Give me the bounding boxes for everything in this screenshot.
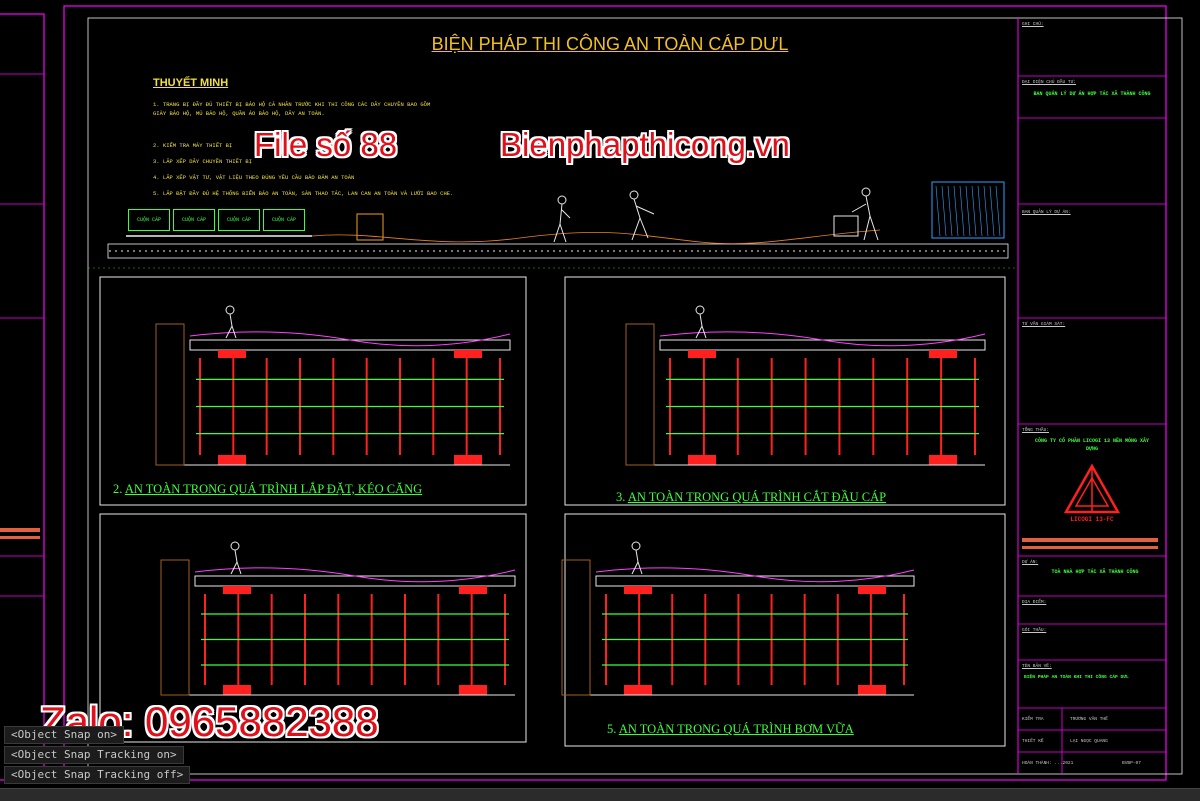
- cable-coil-4: CUỘN CÁP: [263, 209, 305, 231]
- tb-completion-label: HOÀN THÀNH: ...2021: [1022, 761, 1074, 766]
- workers-top-scene: [553, 187, 879, 243]
- section-frame-4: [99, 513, 527, 743]
- tb-owner-rep-label: ĐẠI DIỆN CHỦ ĐẦU TƯ:: [1022, 80, 1077, 85]
- explanation-line-3: 2. KIỂM TRA MÁY THIẾT BỊ: [153, 142, 233, 149]
- tb-checker-value: TRƯƠNG VĂN THẾ: [1070, 717, 1108, 722]
- explanation-line-4: 3. LẮP XẾP DÂY CHUYỀN THIẾT BỊ: [153, 158, 253, 165]
- explanation-line-6: 5. LẮP ĐẶT ĐẦY ĐỦ HỆ THỐNG BIỂN BÁO AN T…: [153, 190, 454, 197]
- tb-notes-label: GHI CHÚ:: [1022, 22, 1044, 27]
- command-history-line-1: <Object Snap on>: [4, 726, 124, 744]
- tb-red-bar-2: [1022, 546, 1158, 549]
- structure-section-2: [155, 305, 511, 466]
- tb-contractor-label: TỔNG THẦU:: [1022, 428, 1050, 433]
- structure-section-5: [561, 541, 915, 696]
- explanation-line-1: 1. TRANG BỊ ĐẦY ĐỦ THIẾT BỊ BẢO HỘ CÁ NH…: [153, 101, 431, 108]
- tb-project-label: DỰ ÁN:: [1022, 560, 1039, 565]
- explanation-heading: THUYẾT MINH: [153, 77, 229, 89]
- structure-section-3: [625, 305, 986, 466]
- cable-coil-2: CUỘN CÁP: [173, 209, 215, 231]
- section-title-3: 3. AN TOÀN TRONG QUÁ TRÌNH CẮT ĐẦU CÁP: [616, 490, 887, 504]
- warning-sign-board: [356, 213, 384, 241]
- drawing-title: BIỆN PHÁP THI CÔNG AN TOÀN CÁP DƯL: [431, 34, 789, 54]
- section-frame-5: [564, 513, 1006, 747]
- sheet-frame-main: [63, 5, 1167, 781]
- sheet-frame-left: [0, 13, 45, 781]
- tb-address-label: ĐỊA ĐIỂM:: [1022, 600, 1047, 605]
- tb-project-value: TOÀ NHÀ HỢP TÁC XÃ THÀNH CÔNG: [1051, 569, 1139, 575]
- tb-package-label: GÓI THẦU:: [1022, 628, 1047, 633]
- tb-contractor-value: CÔNG TY CỔ PHẦN LICOGI 13 NỀN MÓNG XÂY D…: [1034, 438, 1150, 452]
- cable-bundle-hatch: [935, 185, 1001, 237]
- watermark-website: Bienphapthicong.vn: [500, 126, 790, 163]
- status-bar: [0, 788, 1200, 801]
- left-panel-red-bar: [0, 528, 40, 532]
- ground-hatch: [109, 250, 1005, 252]
- company-logo: [1063, 463, 1121, 514]
- section-title-2: 2. AN TOÀN TRONG QUÁ TRÌNH LẮP ĐẶT, KÉO …: [113, 482, 423, 496]
- title-block-lines: [1018, 75, 1166, 774]
- command-history-line-3: <Object Snap Tracking off>: [4, 766, 191, 784]
- tb-drawing-name-label: TÊN BẢN VẼ:: [1022, 664, 1052, 669]
- structure-section-4: [160, 541, 516, 696]
- left-panel-lines: [0, 73, 44, 597]
- tb-supervisor-label: TƯ VẤN GIÁM SÁT:: [1022, 322, 1066, 327]
- tb-sheet-code: BVBP-07: [1122, 761, 1141, 766]
- cable-line-top: [311, 229, 881, 245]
- section-title-5: 5. AN TOÀN TRONG QUÁ TRÌNH BƠM VỮA: [607, 722, 854, 736]
- command-history-line-2: <Object Snap Tracking on>: [4, 746, 184, 764]
- section-frame-3: [564, 276, 1006, 506]
- tb-owner-rep-value: BAN QUẢN LÝ DỰ ÁN HỢP TÁC XÃ THÀNH CÔNG: [1033, 91, 1151, 97]
- stacked-cable-bundle: [931, 181, 1005, 239]
- explanation-line-5: 4. LẮP XẾP VẬT TƯ, VẬT LIỆU THEO ĐÚNG YÊ…: [153, 174, 355, 181]
- tb-checker-label: KIỂM TRA: [1022, 717, 1044, 722]
- tb-drawing-name-value: BIỆN PHÁP AN TOÀN KHI THI CÔNG CÁP DƯL: [1024, 675, 1129, 680]
- watermark-file-number: File số 88: [254, 126, 398, 163]
- cable-coil-1: CUỘN CÁP: [128, 209, 170, 231]
- tb-red-bar: [1022, 538, 1158, 542]
- tb-pm-label: BAN QUẢN LÝ DỰ ÁN:: [1022, 210, 1071, 215]
- left-panel-red-bar-2: [0, 536, 40, 539]
- tb-designer-value: LẠI NGỌC QUANG: [1070, 739, 1108, 744]
- explanation-line-2: GIÀY BẢO HỘ, MŨ BẢO HỘ, QUẦN ÁO BẢO HỘ, …: [153, 110, 325, 117]
- section-frame-2: [99, 276, 527, 506]
- tb-designer-label: THIẾT KẾ: [1022, 739, 1044, 744]
- cable-coil-3: CUỘN CÁP: [218, 209, 260, 231]
- ground-strip: [107, 243, 1009, 259]
- tb-logo-text: LICOGI 13-FC: [1070, 516, 1114, 523]
- sheet-inner-border: [87, 17, 1183, 775]
